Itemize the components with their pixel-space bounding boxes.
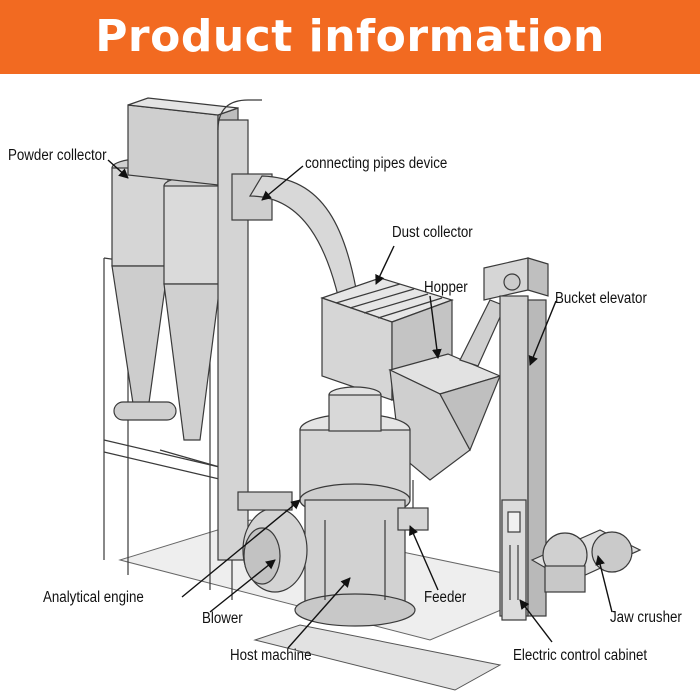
label-electric-control-cabinet: Electric control cabinet — [513, 647, 648, 664]
label-leaders — [107, 159, 613, 649]
label-hopper: Hopper — [424, 279, 468, 296]
label-analytical-engine: Analytical engine — [43, 589, 144, 606]
mill-plant-illustration — [103, 97, 642, 691]
jaw-crusher — [530, 529, 642, 593]
label-host-machine: Host machine — [230, 647, 312, 664]
host-machine — [294, 386, 416, 627]
bucket-elevator — [483, 257, 549, 617]
powder-collector-structure — [103, 97, 239, 600]
label-bucket-elevator: Bucket elevator — [555, 290, 647, 307]
page-title: Product information — [95, 11, 605, 62]
label-blower: Blower — [202, 610, 243, 627]
vertical-duct — [217, 99, 262, 561]
title-banner — [0, 0, 700, 74]
label-powder-collector: Powder collector — [8, 147, 107, 164]
label-connecting-pipes: connecting pipes device — [305, 155, 448, 172]
blower — [237, 491, 308, 593]
label-dust-collector: Dust collector — [392, 224, 473, 241]
label-feeder: Feeder — [424, 589, 467, 606]
label-jaw-crusher: Jaw crusher — [610, 609, 682, 626]
